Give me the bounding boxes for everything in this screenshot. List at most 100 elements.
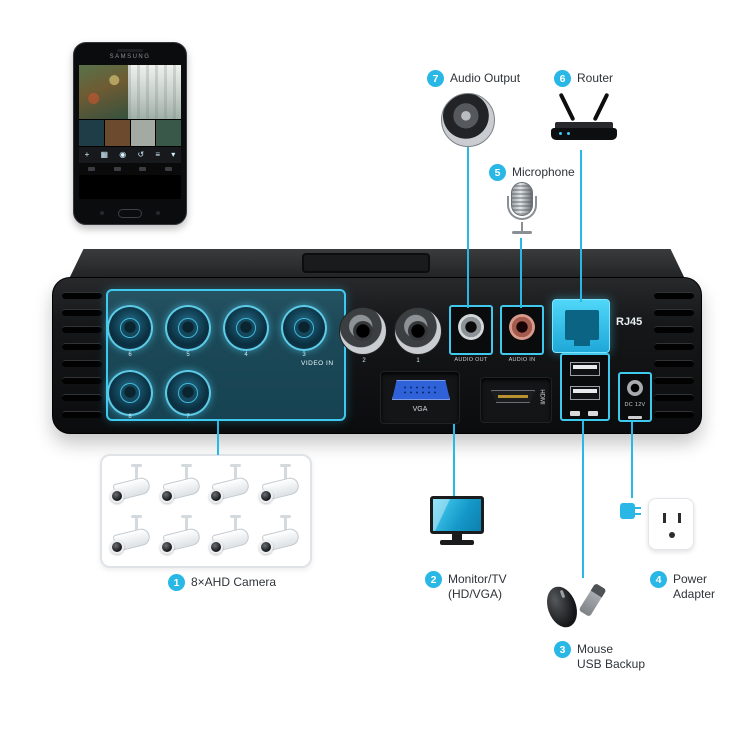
vga-connector (392, 380, 450, 400)
line-monitor (453, 424, 455, 498)
dvr-vent (654, 343, 694, 350)
monitor-screen (433, 499, 481, 531)
audio-in-label: AUDIO IN (508, 357, 536, 363)
camera-thumb-4 (156, 120, 181, 146)
callout-router: 6 Router (554, 70, 613, 87)
bnc-connector (107, 370, 153, 416)
callout-label: Router (577, 71, 614, 85)
phone-menu-key (100, 211, 104, 215)
router-body (555, 122, 613, 130)
phone-app-toolbar: + ▦ ◉ ↺ ≡ ▾ (79, 147, 181, 163)
hdmi-connector (491, 390, 535, 403)
vga-label: VGA (412, 406, 428, 413)
bnc-number: 2 (362, 358, 366, 364)
hdmi-port: HDMI (480, 377, 552, 423)
camera-thumb-2 (104, 120, 130, 146)
callout-label-line1: Power (673, 572, 708, 586)
usb-stick-icon (578, 582, 607, 618)
camera-icon (159, 515, 208, 562)
router-antenna-icon (558, 92, 576, 122)
camera-thumbnails (79, 120, 181, 146)
callout-audio-output: 7 Audio Output (427, 70, 520, 87)
socket-slot (678, 513, 681, 523)
dvr-vent (654, 309, 694, 316)
callout-label-line1: Monitor/TV (448, 572, 507, 586)
hdmi-label: HDMI (538, 389, 545, 405)
router-led (559, 132, 562, 135)
bnc-number: 4 (244, 352, 248, 358)
power-plug-icon (620, 496, 644, 526)
router-antenna-icon (592, 92, 610, 122)
camera-icon (258, 515, 307, 562)
usb-ports (560, 353, 610, 421)
dc-power-port: DC 12V (618, 372, 652, 422)
mic-base (512, 231, 532, 234)
line-camera (217, 421, 219, 455)
phone-brand: SAMSUNG (109, 54, 151, 60)
rj45-opening (565, 310, 599, 346)
bnc-number: 1 (416, 358, 420, 364)
add-icon: + (84, 150, 90, 159)
plug-prong (635, 513, 641, 515)
callout-mouse: 3 Mouse USB Backup (554, 641, 645, 672)
dvr-vent (62, 326, 102, 333)
socket-hole (669, 532, 675, 538)
camera-quad-view (79, 65, 181, 119)
audio-out-port (449, 305, 493, 355)
callout-monitor: 2 Monitor/TV (HD/VGA) (425, 571, 507, 602)
callout-number-badge: 7 (427, 70, 444, 87)
bnc-number: 5 (186, 352, 190, 358)
bnc-connector-silver (394, 307, 442, 355)
expand-icon: ▾ (171, 150, 176, 159)
line-router (580, 150, 582, 302)
dvr-vent (62, 292, 102, 299)
phone-lower-bar (79, 163, 181, 175)
video-in-label: VIDEO IN (301, 360, 334, 367)
bnc-number: 3 (302, 352, 306, 358)
rj45-port (552, 299, 610, 353)
monitor-frame (430, 496, 484, 534)
phone-lower-icon (88, 167, 96, 171)
line-mouse (582, 421, 584, 578)
callout-label: Power Adapter (673, 571, 715, 602)
monitor-base (440, 540, 474, 545)
camera-icon (209, 515, 257, 562)
refresh-icon: ↺ (137, 150, 145, 159)
bnc-connector-silver (339, 307, 387, 355)
bnc-connector (165, 370, 211, 416)
camera-icon (159, 464, 208, 511)
audio-out-jack (458, 314, 484, 340)
speaker-icon (441, 93, 495, 147)
bnc-connector (165, 305, 211, 351)
dvr-top-recess (302, 253, 430, 273)
callout-label: Monitor/TV (HD/VGA) (448, 571, 507, 602)
dc-label: DC 12V (624, 402, 646, 408)
callout-label-line1: Mouse (577, 642, 614, 656)
wall-socket-icon (648, 498, 694, 550)
monitor-icon (430, 496, 484, 548)
bnc-number: 7 (186, 414, 190, 420)
dvr-vent (62, 394, 102, 401)
audio-in-jack (509, 314, 535, 340)
smartphone-preview: SAMSUNG + ▦ ◉ ↺ ≡ ▾ (73, 42, 187, 225)
grid-view-icon: ▦ (100, 150, 109, 159)
callout-number-badge: 4 (650, 571, 667, 588)
camera-icon (258, 464, 307, 511)
mouse-usb-icon (541, 576, 612, 636)
callout-label-line2: Adapter (673, 587, 716, 601)
camera-feed-1 (79, 65, 128, 119)
rj45-label: RJ45 (616, 316, 643, 328)
line-audio-output (467, 147, 469, 308)
dvr-vent (654, 360, 694, 367)
camera-icon (110, 464, 158, 511)
router-body (551, 128, 617, 140)
vga-port: VGA (380, 371, 460, 424)
ahd-camera-box (100, 454, 312, 568)
audio-out-label: AUDIO OUT (454, 357, 488, 363)
audio-in-port (500, 305, 544, 355)
dvr-vent (62, 377, 102, 384)
dvr-vent (62, 411, 102, 418)
phone-screen: + ▦ ◉ ↺ ≡ ▾ (79, 65, 181, 199)
plug-prong (635, 507, 641, 509)
usb-marking-icon (570, 411, 580, 416)
